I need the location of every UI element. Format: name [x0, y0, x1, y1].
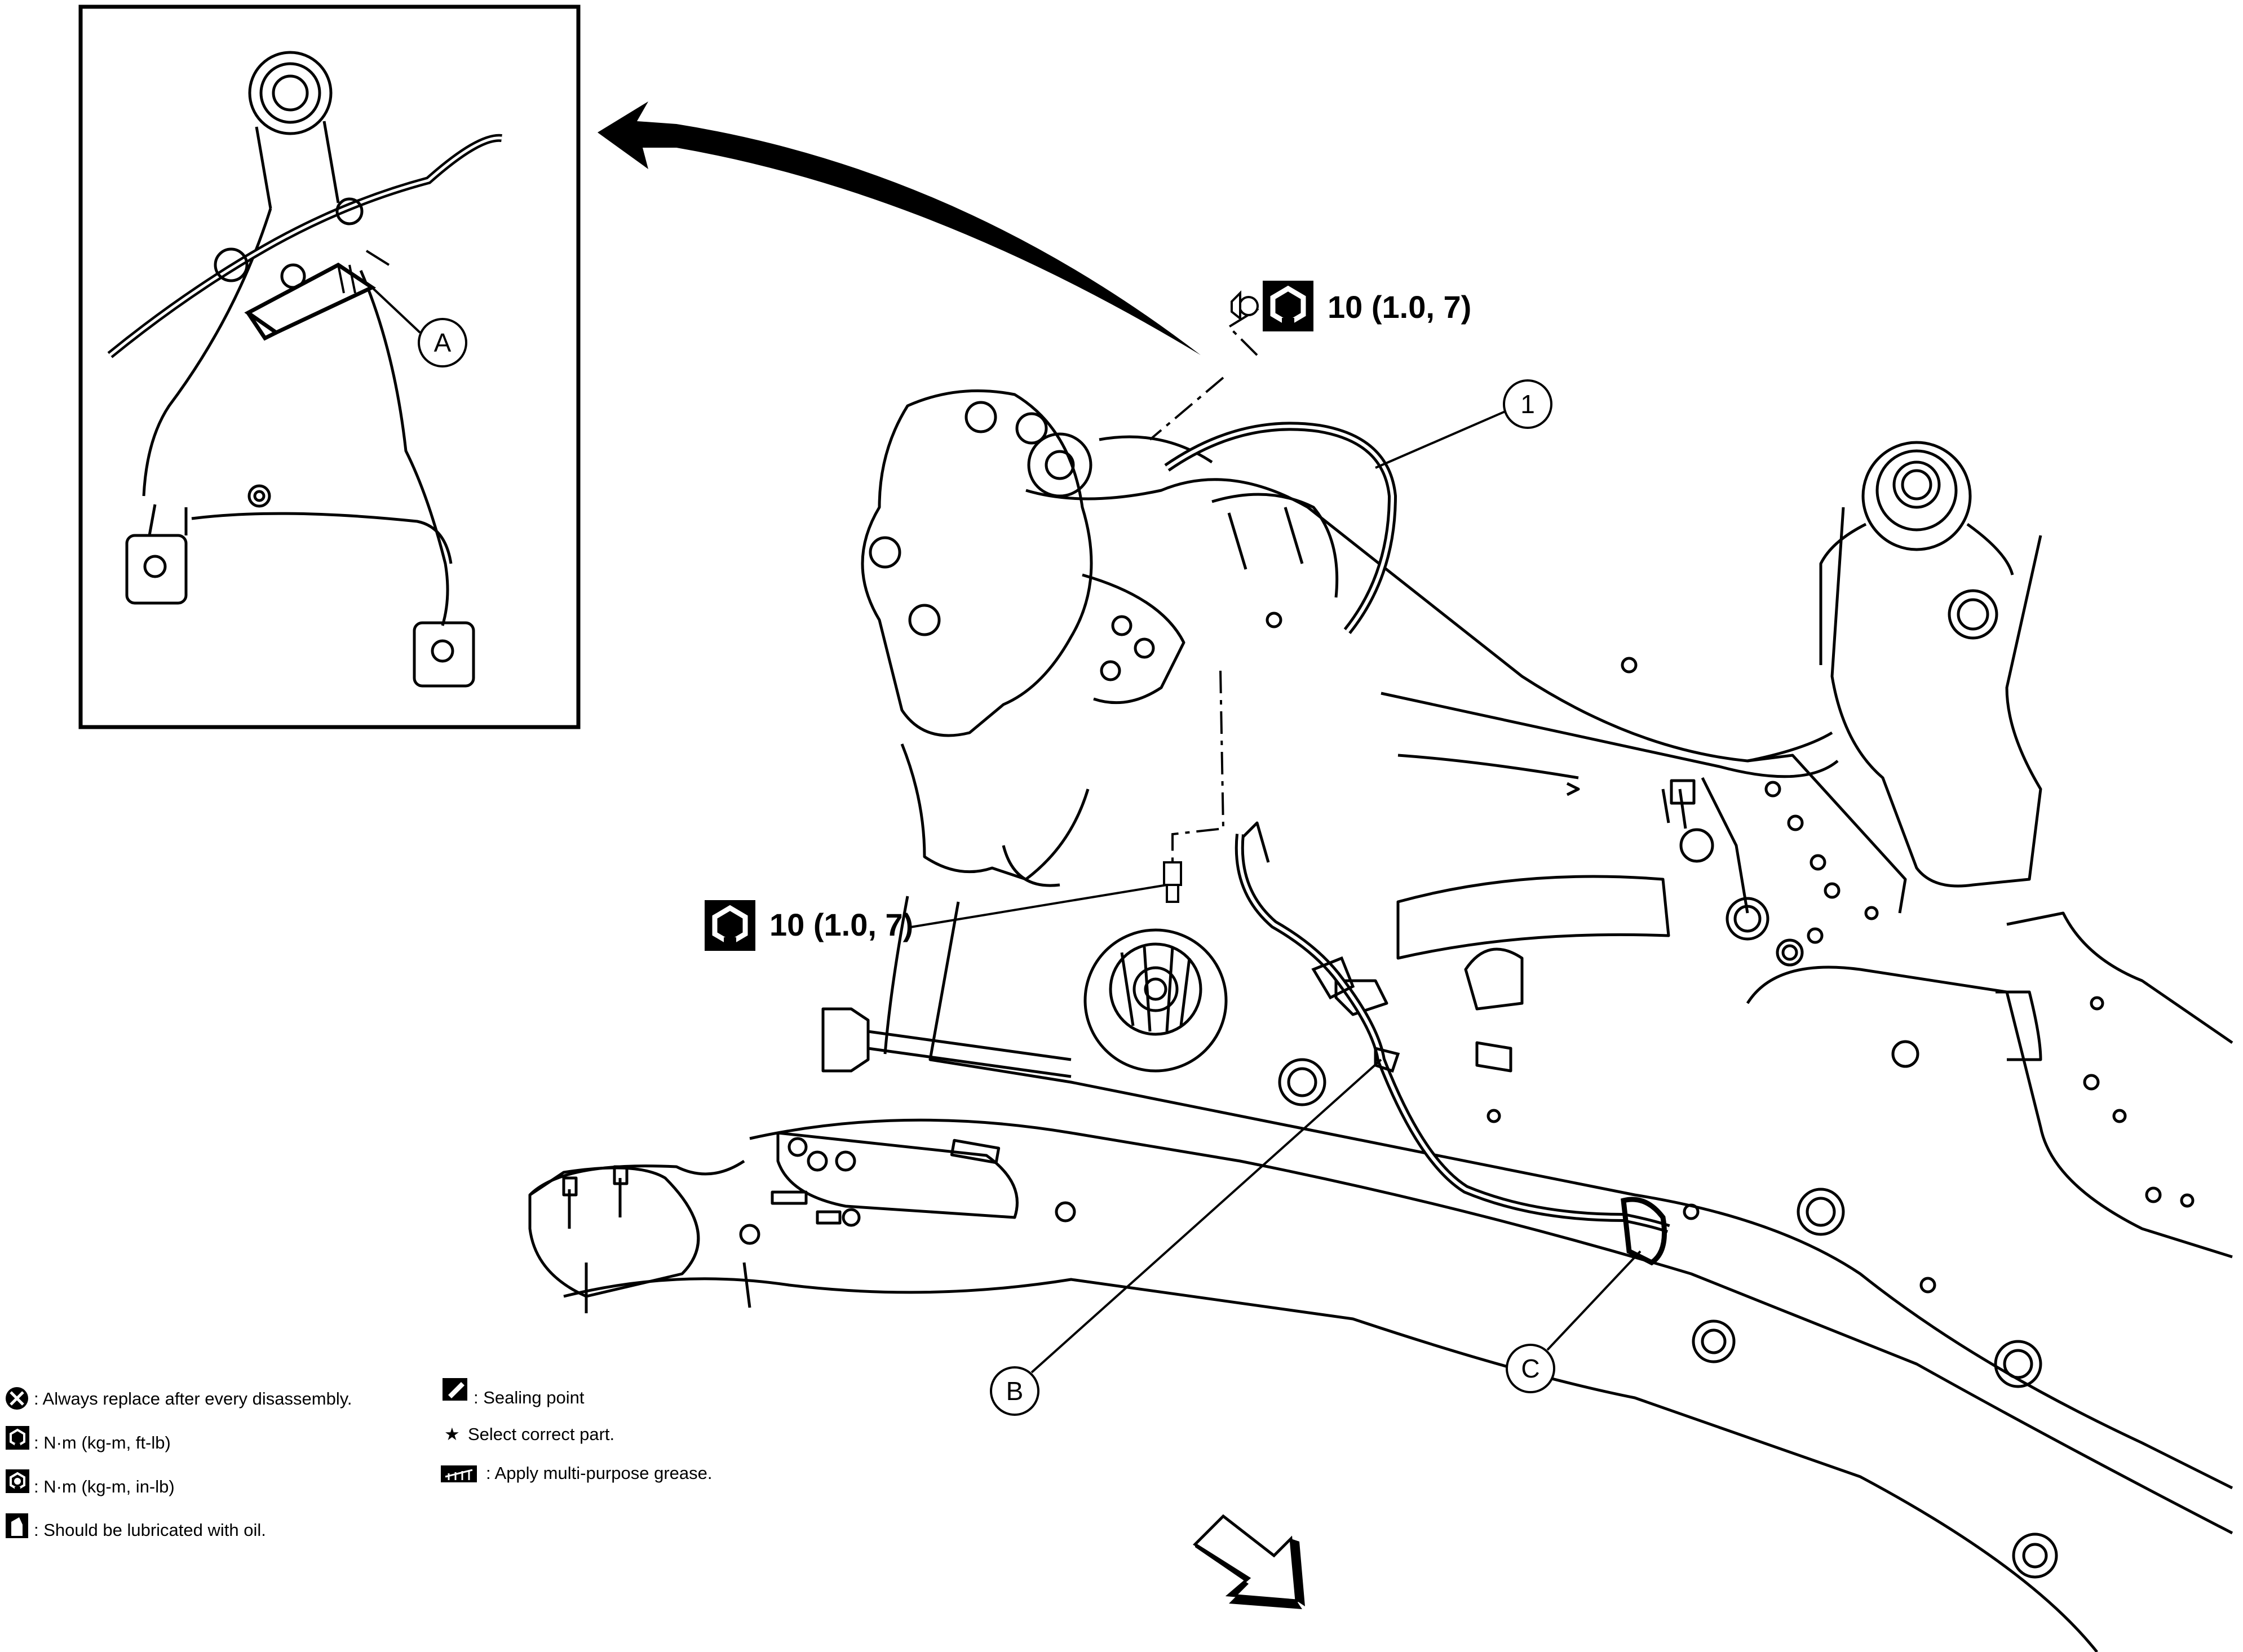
callout-1-text: 1	[1520, 389, 1535, 419]
legend-sealing: : Sealing point	[474, 1388, 585, 1407]
wrench-torque-icon	[5, 1425, 30, 1451]
select-star-icon: ★	[444, 1424, 460, 1444]
bolt-top	[1231, 290, 1259, 321]
sealing-icon	[443, 1378, 467, 1401]
torque-label-top: 10 (1.0, 7)	[1263, 281, 1471, 331]
legend-nm-ftlb: : N·m (kg-m, ft-lb)	[34, 1433, 171, 1452]
legend-select: Select correct part.	[468, 1424, 614, 1444]
inset-pointer-arrow	[598, 101, 1201, 355]
callout-a-text: A	[434, 328, 452, 357]
legend-nm-inlb: : N·m (kg-m, in-lb)	[34, 1477, 175, 1496]
callout-b: B	[990, 1058, 1382, 1416]
wrench-torque-icon	[705, 900, 755, 951]
replace-x-icon	[6, 1387, 28, 1410]
legend-grease: : Apply multi-purpose grease.	[486, 1463, 713, 1483]
oil-can-icon	[6, 1513, 28, 1538]
harness-upper	[1164, 422, 1397, 634]
suspension-assembly	[528, 389, 2233, 1652]
torque-value-top: 10 (1.0, 7)	[1328, 289, 1471, 325]
callout-1: 1	[1375, 379, 1552, 469]
legend-lubricate: : Should be lubricated with oil.	[34, 1520, 266, 1540]
wrench-torque-icon	[1263, 281, 1313, 331]
wrench-torque-inlb-icon	[5, 1468, 30, 1494]
harness-lower	[1235, 834, 1670, 1266]
front-direction-arrow-icon	[1193, 1514, 1305, 1609]
install-lines	[1149, 303, 1267, 862]
bolt-lower	[1163, 861, 1182, 903]
callout-c: C	[1506, 1250, 1642, 1393]
torque-value-bottom: 10 (1.0, 7)	[769, 907, 913, 942]
callout-c-text: C	[1521, 1354, 1539, 1383]
legend-replace: : Always replace after every disassembly…	[34, 1389, 352, 1409]
legend: : Always replace after every disassembly…	[5, 1378, 713, 1540]
grease-icon	[441, 1465, 477, 1482]
callout-b-text: B	[1006, 1376, 1024, 1406]
torque-label-bottom: 10 (1.0, 7)	[705, 884, 1167, 951]
inset-detail	[78, 5, 581, 729]
callout-a: A	[418, 318, 467, 367]
